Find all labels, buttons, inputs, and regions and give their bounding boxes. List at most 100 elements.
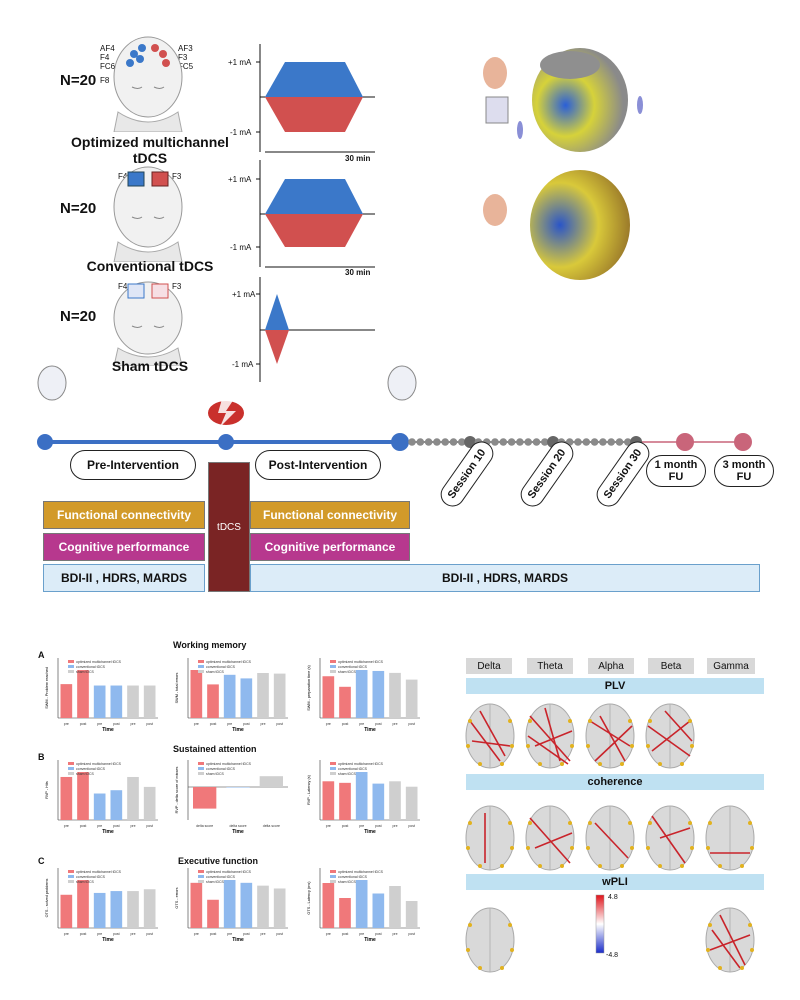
metric-coherence: coherence	[466, 774, 764, 790]
band-theta: Theta	[527, 658, 573, 674]
legend-swatch	[198, 660, 204, 663]
group-3-n: N=20	[60, 308, 97, 325]
node	[680, 864, 684, 868]
wave2-duration: 30 min	[345, 268, 371, 277]
tick-label: pre	[130, 824, 135, 828]
tick-label: pre	[326, 722, 331, 726]
node	[718, 864, 722, 868]
tick-label: delta score	[196, 824, 213, 828]
node	[478, 966, 482, 970]
bar	[110, 790, 123, 820]
legend-entry: conventional tDCS	[338, 767, 368, 771]
bar	[273, 888, 286, 928]
bar	[60, 894, 73, 928]
tick-label: pre	[359, 932, 364, 936]
bar	[110, 685, 123, 718]
tick-label: pre	[194, 722, 199, 726]
node	[468, 923, 472, 927]
wave2-minus: -1 mA	[230, 243, 252, 252]
legend-swatch	[68, 772, 74, 775]
session-dot	[449, 438, 458, 446]
tick-label: post	[146, 932, 153, 936]
session-dot	[416, 438, 425, 446]
legend-swatch	[198, 875, 204, 878]
colorbar-max: 4.8	[608, 894, 618, 901]
y-axis-label: RVP - Latency (s)	[307, 774, 311, 805]
bar	[193, 787, 217, 809]
legend-swatch	[330, 880, 336, 883]
node	[740, 966, 744, 970]
x-axis-label: Time	[364, 937, 376, 943]
node	[658, 762, 662, 766]
node	[630, 744, 634, 748]
connection-line	[529, 715, 571, 762]
node	[508, 821, 512, 825]
tick-label: post	[146, 824, 153, 828]
legend-swatch	[198, 670, 204, 673]
coherence-brain-3	[585, 805, 635, 871]
connection-line	[651, 815, 686, 864]
tick-label: pre	[130, 932, 135, 936]
wpli-brain-1	[465, 907, 515, 973]
group-2-electrode-right: F3	[172, 172, 182, 181]
session-dot	[491, 438, 499, 446]
x-axis-label: Time	[102, 937, 114, 943]
node	[750, 948, 754, 952]
node	[466, 846, 470, 850]
legend-entry: conventional tDCS	[76, 767, 106, 771]
bar	[127, 776, 139, 820]
legend-swatch	[198, 880, 204, 883]
node	[588, 821, 592, 825]
node	[538, 762, 542, 766]
connection-line	[527, 735, 569, 765]
bar	[143, 685, 156, 718]
panel-letter-a: A	[38, 650, 45, 660]
wave1-plus: +1 mA	[228, 58, 252, 67]
bar	[355, 670, 368, 718]
legend-entry: conventional tDCS	[76, 875, 106, 879]
tdcs-block: tDCS	[208, 462, 250, 592]
bar	[389, 781, 401, 820]
scales-post: BDI-II , HDRS, MARDS	[250, 564, 760, 592]
functional-connectivity-pre: Functional connectivity	[43, 501, 205, 529]
node	[478, 864, 482, 868]
connection-line	[544, 707, 561, 762]
x-axis-label: Time	[232, 727, 244, 733]
bar	[355, 880, 368, 928]
legend-swatch	[68, 762, 74, 765]
node	[646, 744, 650, 748]
post-intervention-label: Post-Intervention	[255, 450, 381, 480]
node	[510, 744, 514, 748]
session-dot	[408, 438, 416, 446]
wave3-minus: -1 mA	[232, 360, 254, 369]
session-dot	[441, 438, 450, 446]
node	[740, 864, 744, 868]
tick-label: post	[276, 932, 283, 936]
colorbar-min: -4.8	[606, 952, 619, 959]
node	[748, 923, 752, 927]
metric-wpli: wPLI	[466, 874, 764, 890]
panel-letter-c: C	[38, 856, 45, 866]
node	[688, 719, 692, 723]
bar	[405, 901, 418, 928]
connection-line	[594, 725, 633, 762]
connection-line	[479, 710, 506, 757]
session-dot	[541, 438, 549, 446]
node	[570, 744, 574, 748]
tick-label: pre	[392, 932, 397, 936]
connection-line	[647, 725, 691, 757]
bar	[93, 685, 106, 718]
bar	[93, 793, 106, 820]
legend-swatch	[68, 875, 74, 878]
wave3-plus: +1 mA	[232, 290, 256, 299]
bar	[127, 685, 139, 718]
connection-line	[719, 914, 746, 966]
node	[508, 719, 512, 723]
session-dot	[524, 438, 532, 446]
connection-line	[469, 720, 501, 762]
node	[526, 744, 530, 748]
connection-line	[599, 715, 626, 762]
